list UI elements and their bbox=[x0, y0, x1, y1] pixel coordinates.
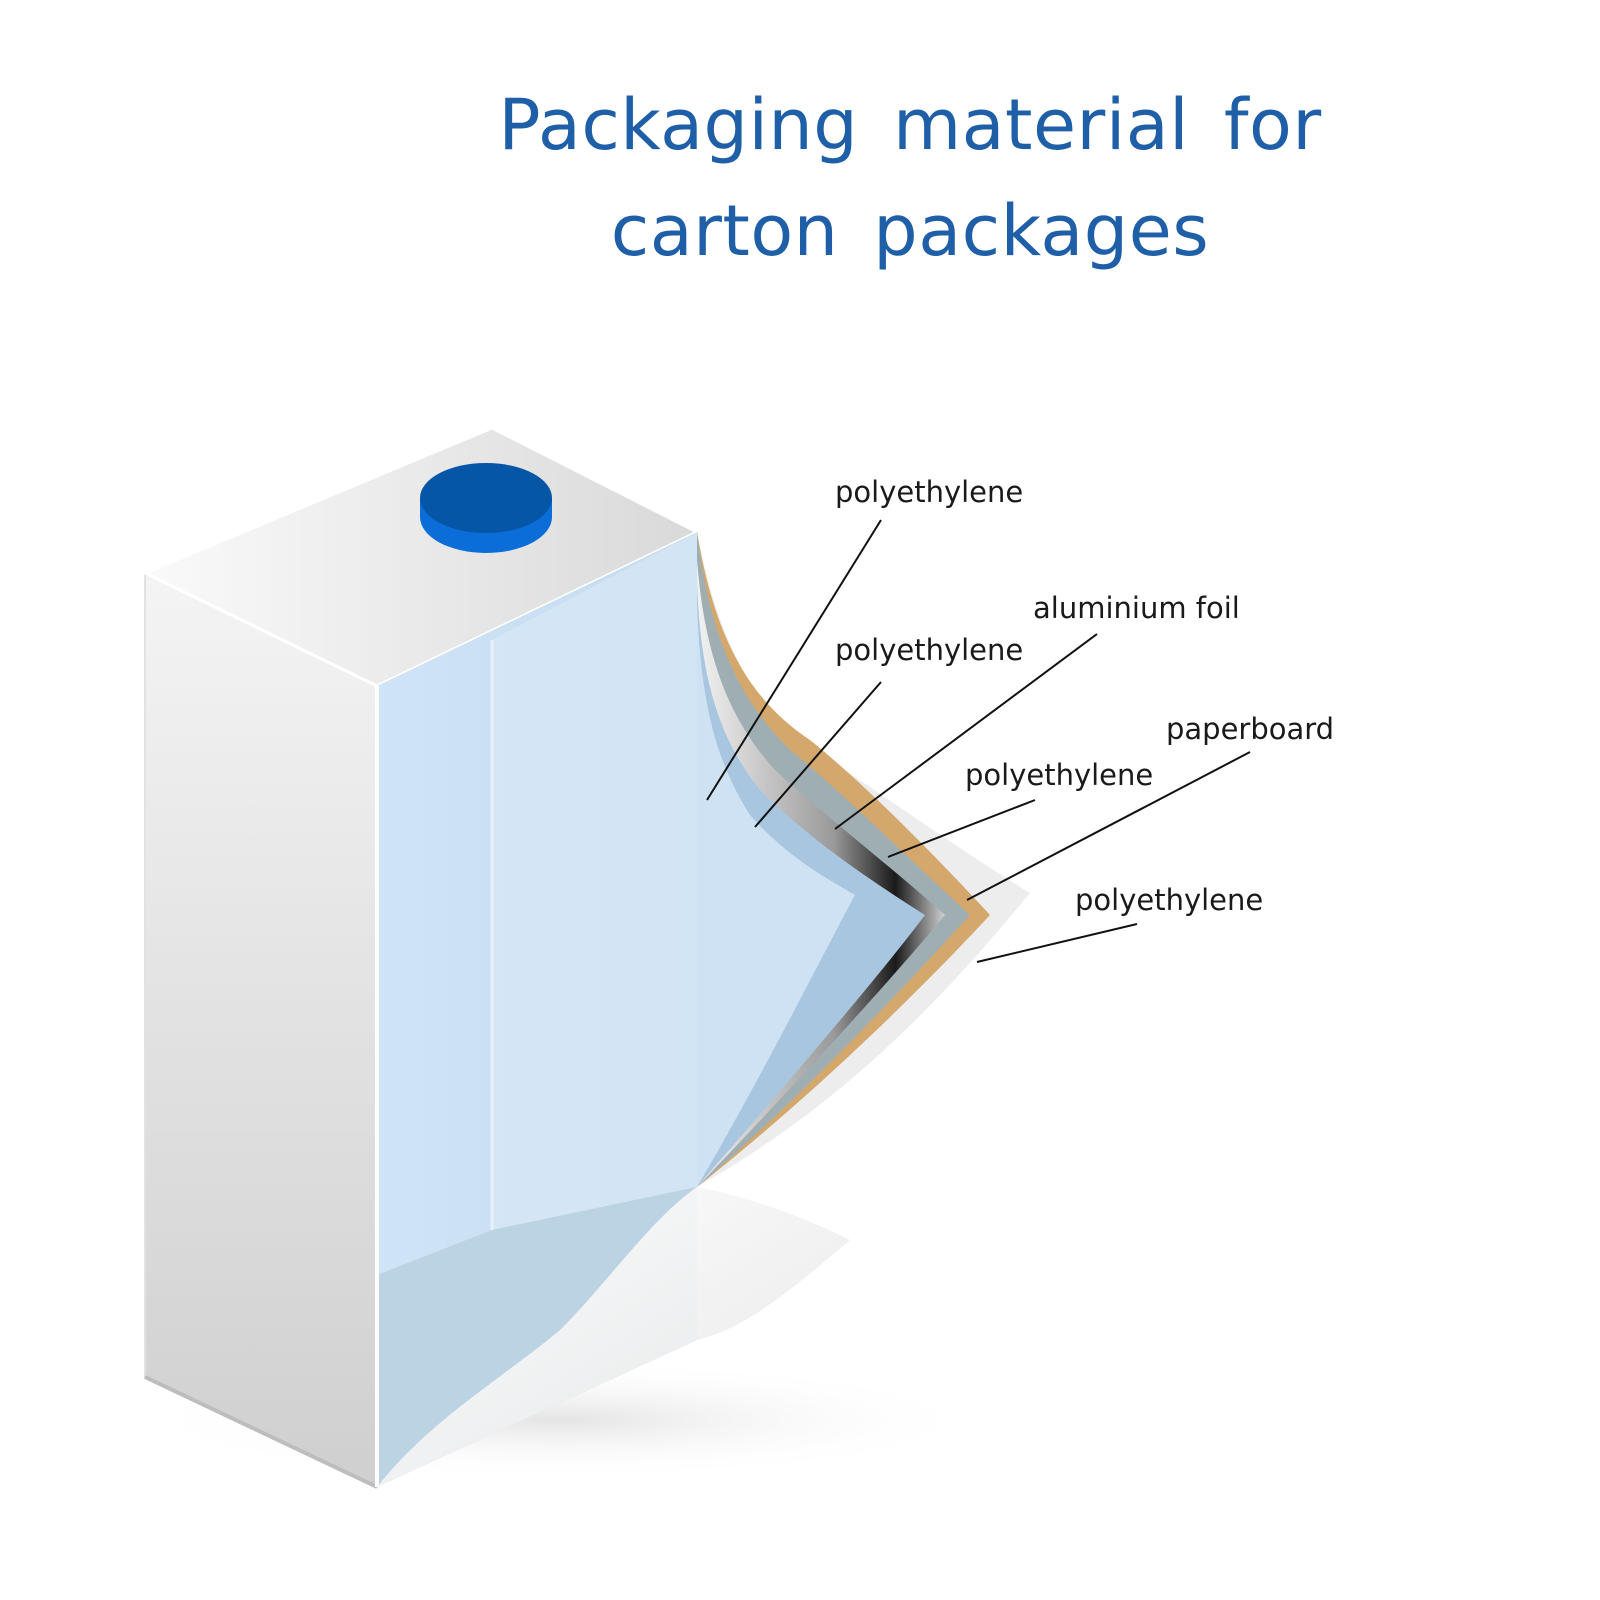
label-polyethylene-2: polyethylene bbox=[835, 633, 1023, 667]
leader-line-6 bbox=[977, 924, 1137, 962]
carton-left-face bbox=[145, 573, 377, 1487]
label-paperboard: paperboard bbox=[1166, 712, 1334, 746]
cap-top-icon bbox=[420, 463, 552, 533]
label-aluminium-foil: aluminium foil bbox=[1033, 591, 1240, 625]
carton-inner-side-wall bbox=[492, 532, 697, 1230]
label-polyethylene-1: polyethylene bbox=[835, 475, 1023, 509]
label-polyethylene-4: polyethylene bbox=[1075, 883, 1263, 917]
label-polyethylene-3: polyethylene bbox=[965, 758, 1153, 792]
